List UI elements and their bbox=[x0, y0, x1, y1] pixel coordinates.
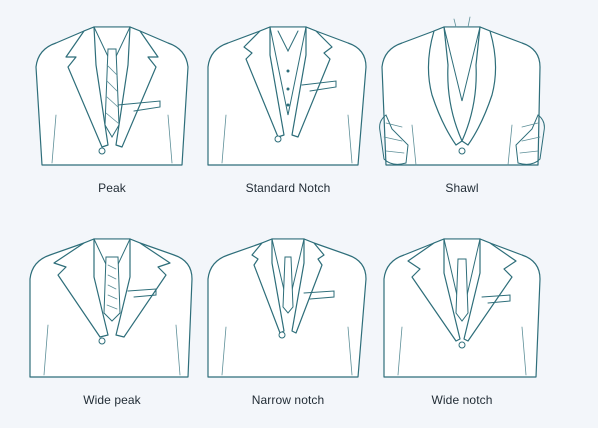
label-narrow-notch: Narrow notch bbox=[251, 393, 325, 407]
panel-shawl: Shawl bbox=[372, 5, 552, 205]
label-wide-notch: Wide notch bbox=[431, 393, 493, 407]
wide-notch-lapel-jacket-icon bbox=[383, 238, 541, 378]
shawl-lapel-jacket-icon bbox=[379, 16, 545, 166]
label-shawl: Shawl bbox=[445, 181, 479, 195]
panel-peak: Peak bbox=[22, 5, 202, 205]
standard-notch-lapel-jacket-icon bbox=[207, 26, 367, 166]
label-wide-peak: Wide peak bbox=[83, 393, 141, 407]
label-peak: Peak bbox=[98, 181, 126, 195]
panel-standard-notch: Standard Notch bbox=[198, 5, 378, 205]
panel-narrow-notch: Narrow notch bbox=[198, 217, 378, 417]
label-standard-notch: Standard Notch bbox=[245, 181, 331, 195]
panel-wide-peak: Wide peak bbox=[22, 217, 202, 417]
narrow-notch-lapel-jacket-icon bbox=[207, 238, 367, 378]
peak-lapel-jacket-icon bbox=[35, 26, 189, 166]
wide-peak-lapel-jacket-icon bbox=[29, 238, 193, 378]
panel-wide-notch: Wide notch bbox=[372, 217, 552, 417]
